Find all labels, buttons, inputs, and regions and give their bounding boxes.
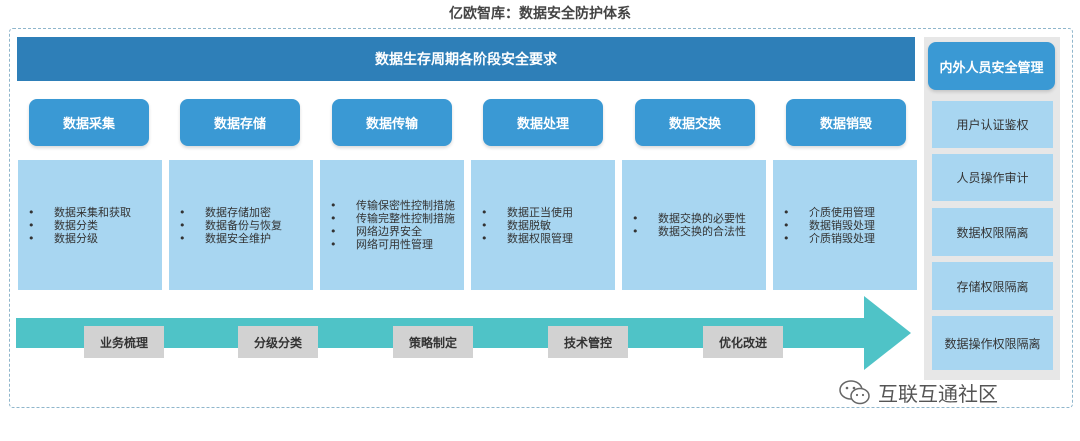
process-step-tech-control: 技术管控 (548, 326, 628, 358)
personnel-item-auth: 用户认证鉴权 (932, 101, 1053, 148)
personnel-panel-header: 内外人员安全管理 (928, 42, 1055, 90)
watermark: 互联互通社区 (838, 378, 998, 407)
stage-card-item: 数据分级 (28, 232, 131, 245)
process-step-business: 业务梳理 (84, 326, 164, 358)
stage-card-collect: 数据采集和获取 数据分类 数据分级 (18, 160, 162, 290)
stage-card-item: 传输保密性控制措施 (330, 199, 455, 212)
personnel-item-storage-perm: 存储权限隔离 (932, 262, 1053, 310)
personnel-item-data-perm: 数据权限隔离 (932, 208, 1053, 256)
stage-card-item: 网络可用性管理 (330, 238, 455, 251)
stage-card-item: 数据交换的合法性 (632, 225, 746, 238)
watermark-text: 互联互通社区 (878, 382, 998, 406)
stage-card-item: 网络边界安全 (330, 225, 455, 238)
process-step-classify: 分级分类 (238, 326, 318, 358)
diagram-title: 亿欧智库：数据安全防护体系 (449, 6, 631, 22)
stage-card-destroy: 介质使用管理 数据销毁处理 介质销毁处理 (773, 160, 917, 290)
stage-header-process: 数据处理 (483, 99, 603, 146)
personnel-item-audit: 人员操作审计 (932, 154, 1053, 201)
stage-card-item: 数据交换的必要性 (632, 212, 746, 225)
stage-card-item: 介质使用管理 (783, 206, 875, 219)
stage-header-exchange: 数据交换 (635, 99, 755, 146)
stage-header-collect: 数据采集 (29, 99, 149, 146)
personnel-item-op-perm: 数据操作权限隔离 (932, 316, 1053, 370)
stage-card-item: 介质销毁处理 (783, 232, 875, 245)
process-step-optimize: 优化改进 (703, 326, 783, 358)
stage-card-item: 数据备份与恢复 (179, 219, 282, 232)
stage-card-store: 数据存储加密 数据备份与恢复 数据安全维护 (169, 160, 313, 290)
stage-card-item: 数据脱敏 (481, 219, 573, 232)
stage-card-process: 数据正当使用 数据脱敏 数据权限管理 (471, 160, 615, 290)
stage-header-transmit: 数据传输 (332, 99, 452, 146)
lifecycle-banner: 数据生存周期各阶段安全要求 (17, 37, 915, 81)
stage-card-item: 数据采集和获取 (28, 206, 131, 219)
stage-card-item: 数据销毁处理 (783, 219, 875, 232)
stage-card-item: 数据存储加密 (179, 206, 282, 219)
stage-card-exchange: 数据交换的必要性 数据交换的合法性 (622, 160, 766, 290)
stage-card-item: 数据正当使用 (481, 206, 573, 219)
stage-card-item: 数据分类 (28, 219, 131, 232)
wechat-icon (839, 379, 870, 404)
stage-header-destroy: 数据销毁 (786, 99, 906, 146)
stage-card-transmit: 传输保密性控制措施 传输完整性控制措施 网络边界安全 网络可用性管理 (320, 160, 464, 290)
outer-dashed-frame (9, 28, 1073, 408)
stage-card-item: 传输完整性控制措施 (330, 212, 455, 225)
stage-card-item: 数据安全维护 (179, 232, 282, 245)
stage-header-store: 数据存储 (180, 99, 300, 146)
stage-card-item: 数据权限管理 (481, 232, 573, 245)
process-step-policy: 策略制定 (393, 326, 473, 358)
